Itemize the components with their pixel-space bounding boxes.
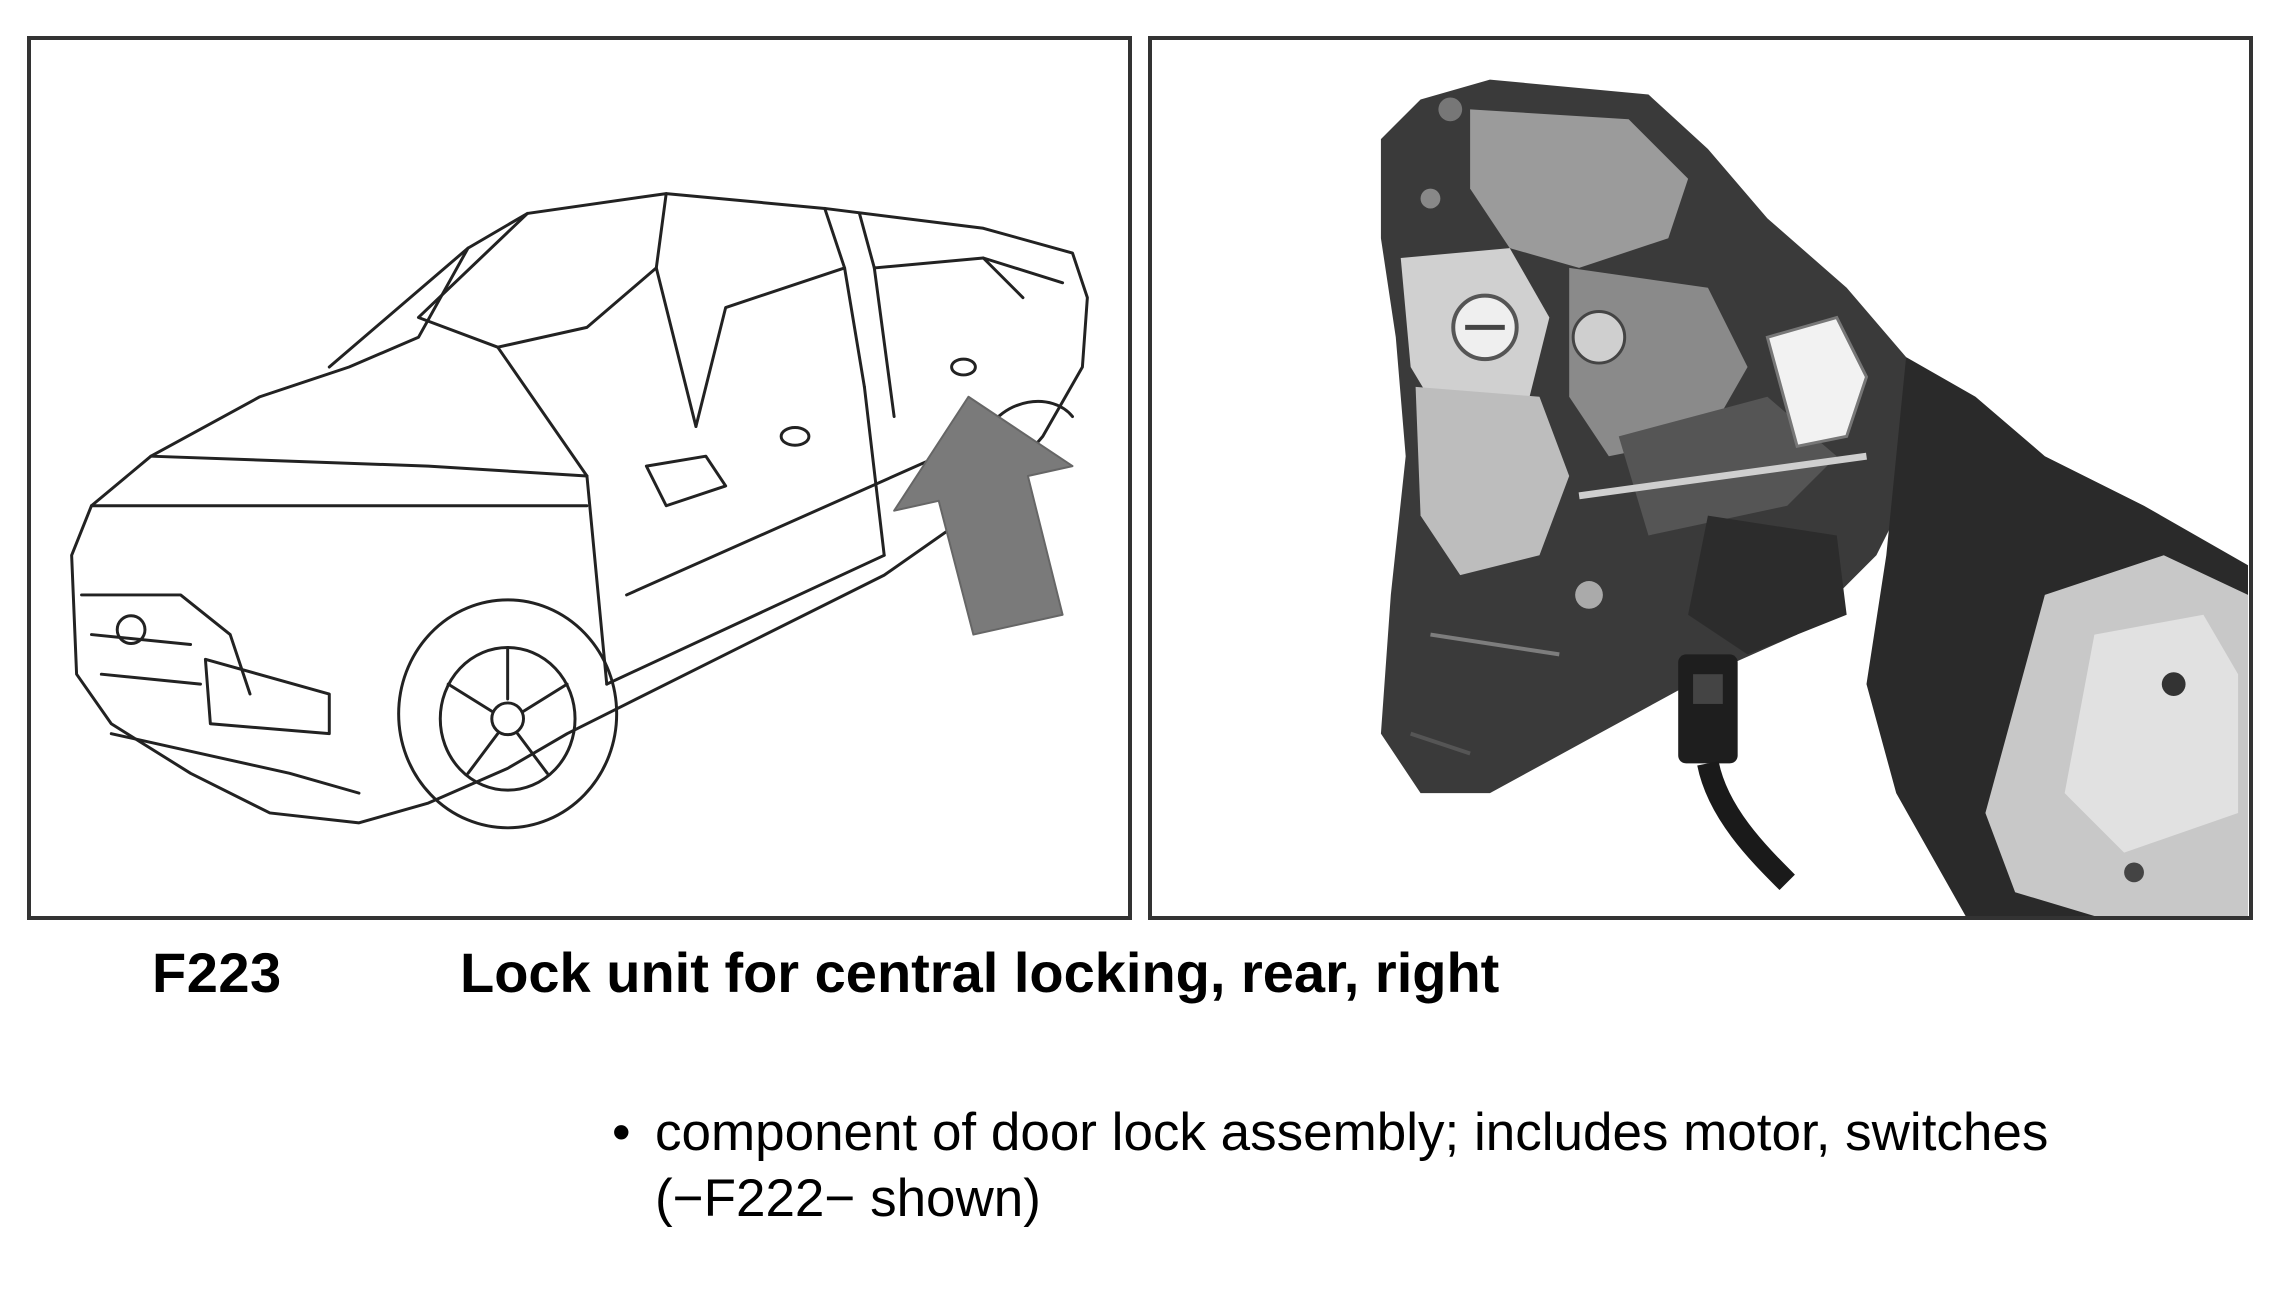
component-code: F223 bbox=[152, 941, 282, 1004]
car-illustration-panel bbox=[27, 36, 1132, 920]
bullet-icon: • bbox=[612, 1103, 631, 1162]
pointer-arrow-icon bbox=[893, 395, 1074, 636]
door-lock-assembly-photo bbox=[1153, 40, 2248, 916]
sedan-illustration bbox=[70, 192, 1089, 830]
component-title: Lock unit for central locking, rear, rig… bbox=[460, 941, 1500, 1004]
note-text: component of door lock assembly; include… bbox=[655, 1103, 2049, 1228]
lock-photo-panel bbox=[1148, 36, 2253, 920]
